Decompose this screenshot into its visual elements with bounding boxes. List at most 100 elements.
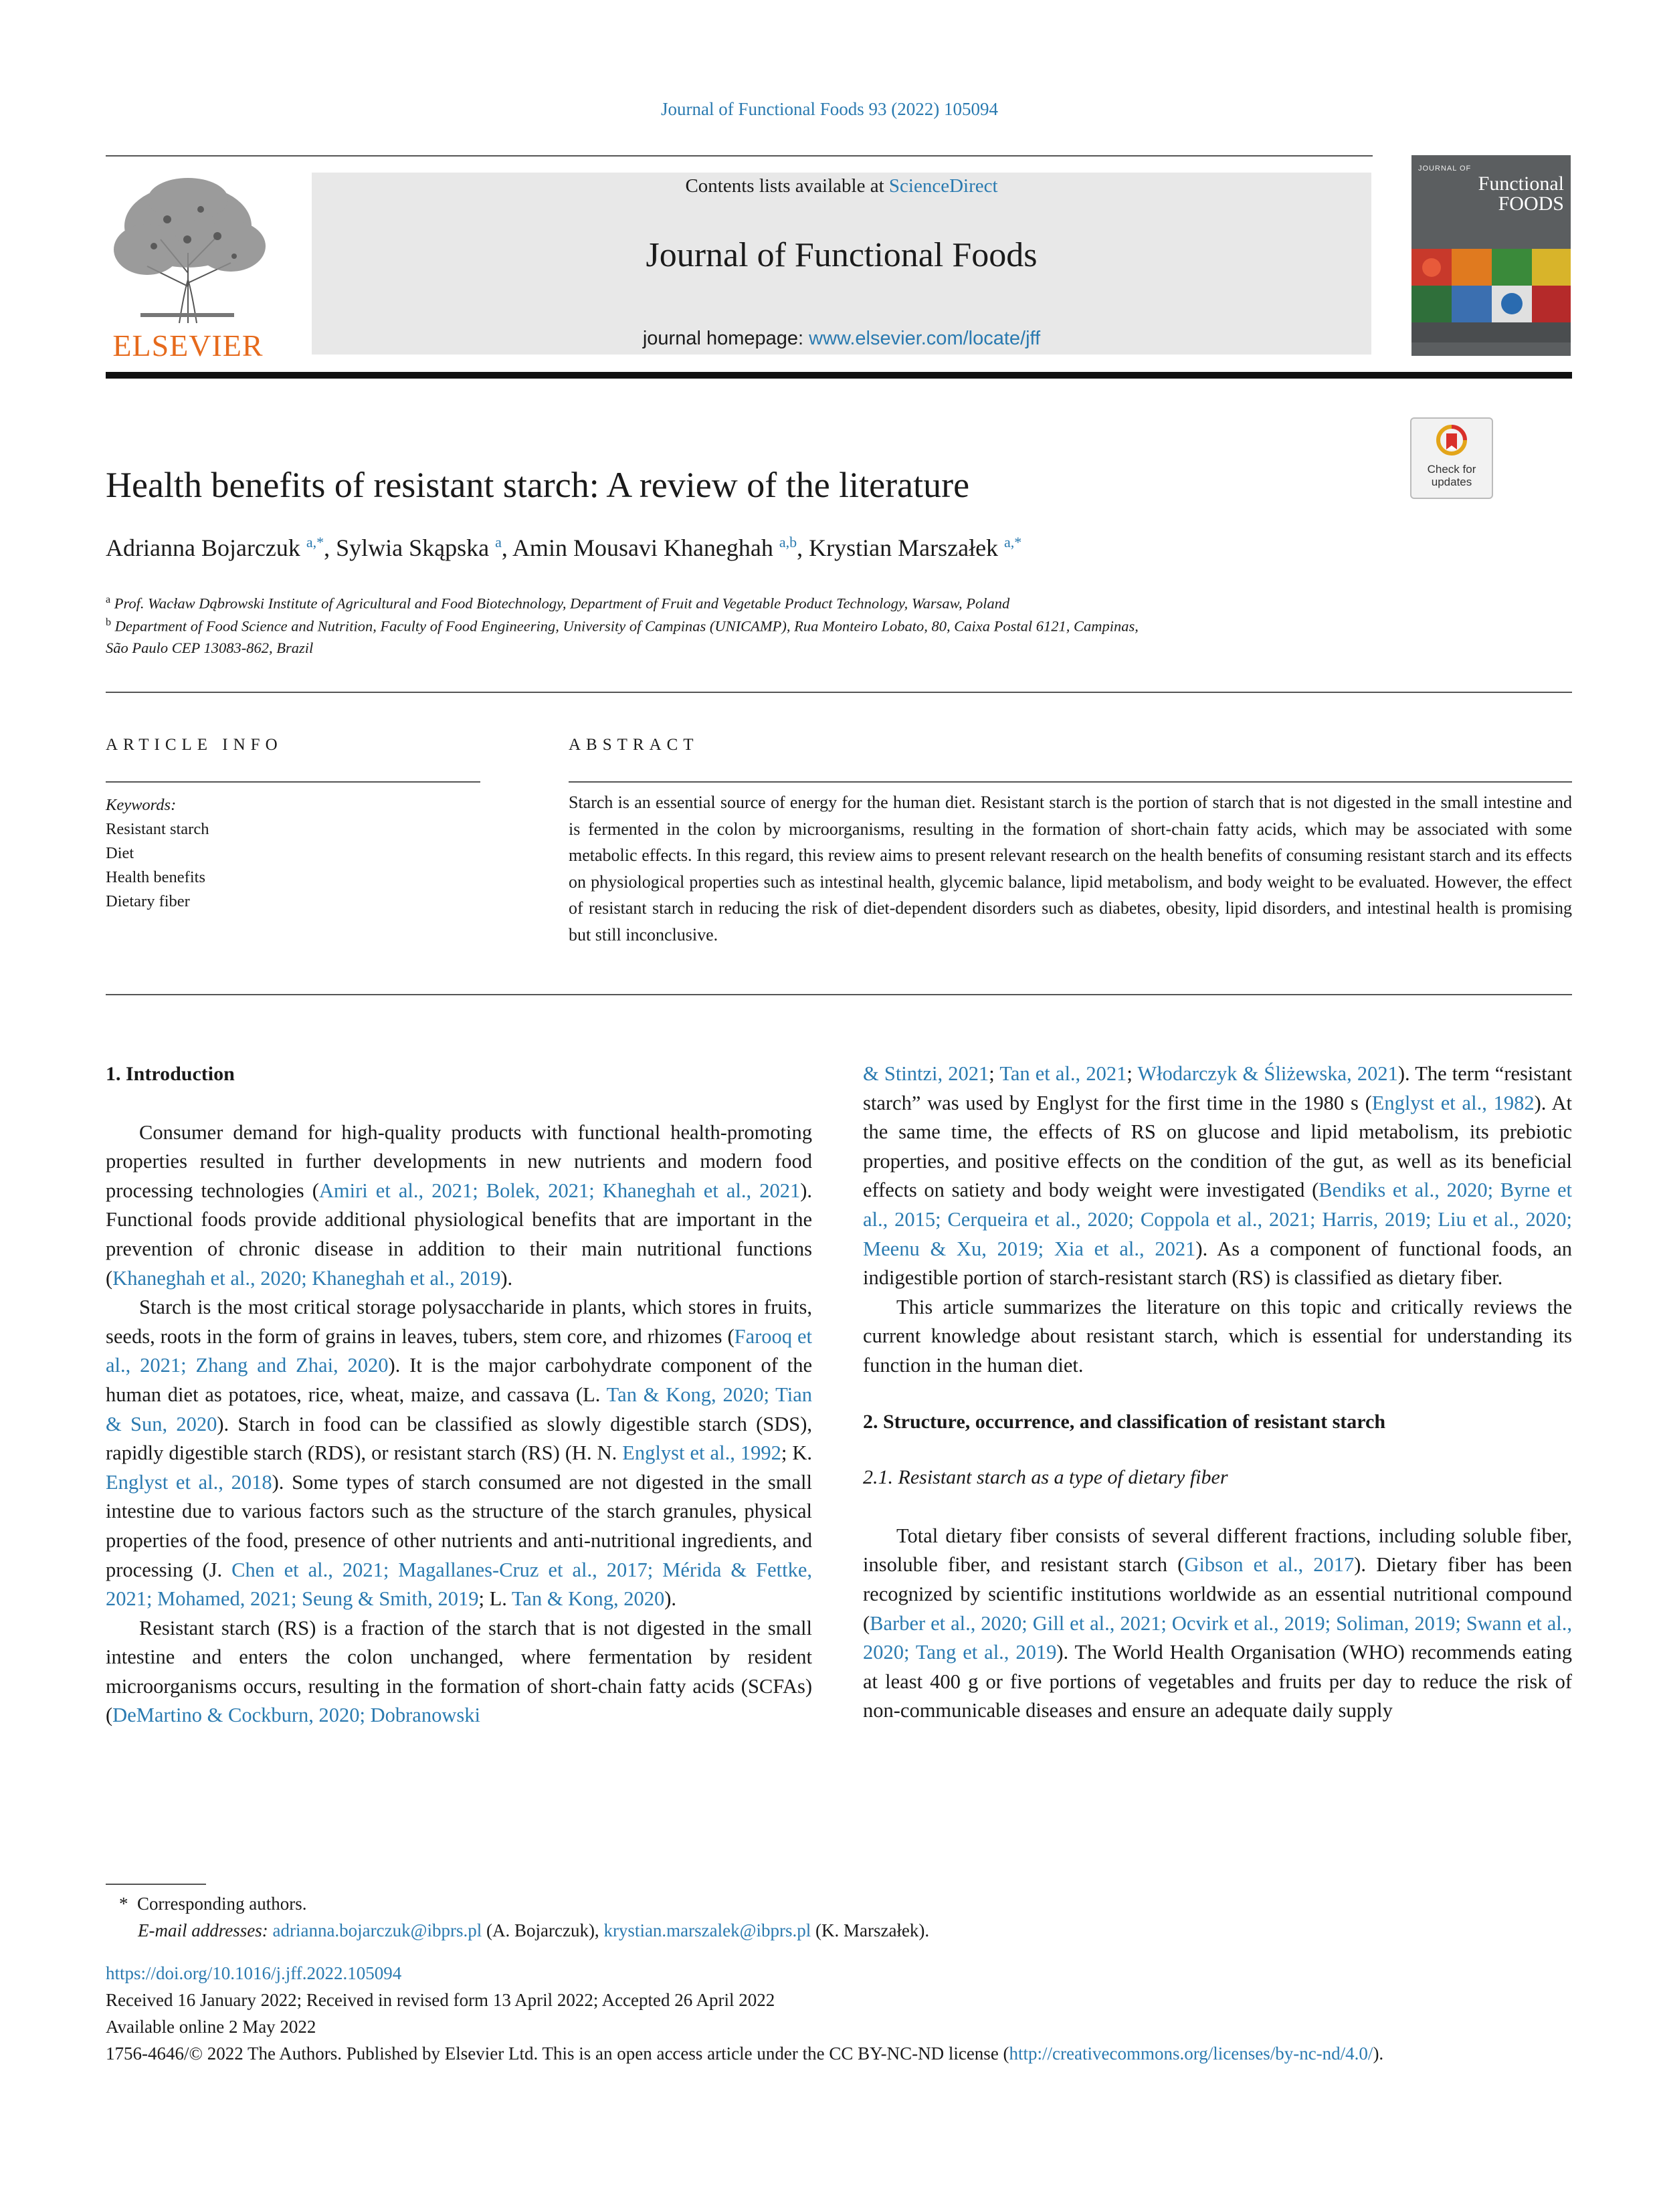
paragraph-text: ). Starch in food can be classified as s… — [106, 1412, 812, 1465]
corresponding-note: * Corresponding authors. — [106, 1890, 929, 1917]
author-affiliation-mark[interactable]: a — [495, 534, 502, 550]
contents-line: Contents lists available at ScienceDirec… — [312, 175, 1371, 197]
paragraph-text: Starch is the most critical storage poly… — [106, 1296, 812, 1348]
citation-link[interactable]: Bendiks et al., 2020; Byrne et al., 2015… — [863, 1179, 1572, 1260]
affiliation-a: a Prof. Wacław Dąbrowski Institute of Ag… — [106, 594, 1009, 613]
citation-link[interactable]: Tan & Kong, 2020; Tian & Sun, 2020 — [106, 1383, 813, 1435]
paragraph-text: ; K. — [781, 1441, 813, 1465]
corresponding-text: Corresponding authors. — [137, 1894, 307, 1914]
affiliation-text: Department of Food Science and Nutrition… — [114, 617, 1139, 635]
paragraph-text: Consumer demand for high-quality product… — [106, 1120, 812, 1202]
body-column-right: & Stintzi, 2021; Tan et al., 2021; Włoda… — [863, 1060, 1572, 1726]
citation-link[interactable]: DeMartino & Cockburn, 2020; Dobranowski — [112, 1704, 480, 1727]
section-heading-structure: 2. Structure, occurrence, and classifica… — [863, 1410, 1386, 1433]
check-updates-icon — [1436, 425, 1467, 456]
cover-artwork — [1411, 249, 1571, 342]
journal-cover-image[interactable]: JOURNAL OF Functional FOODS — [1411, 155, 1571, 356]
paragraph: Total dietary fiber consists of several … — [863, 1522, 1572, 1726]
paragraph-text: ). At the same time, the effects of RS o… — [863, 1091, 1572, 1202]
citation-link[interactable]: & Stintzi, 2021 — [863, 1062, 989, 1085]
affiliation-b: b Department of Food Science and Nutriti… — [106, 617, 1139, 635]
paragraph-text: ). As a component of functional foods, a… — [863, 1237, 1572, 1290]
section-rule — [106, 994, 1572, 995]
footnotes: * Corresponding authors. E-mail addresse… — [106, 1890, 929, 1944]
body-column-left: 1. Introduction Consumer demand for high… — [106, 1060, 812, 1730]
citation-link[interactable]: Tan et al., 2021 — [999, 1062, 1127, 1085]
citation-link[interactable]: Khaneghah et al., 2020; Khaneghah et al.… — [112, 1266, 501, 1290]
paragraph-text: ). The term “resistant starch” was used … — [863, 1062, 1572, 1114]
abstract-heading: ABSTRACT — [569, 736, 699, 754]
citation-link[interactable]: Farooq et al., 2021; Zhang and Zhai, 202… — [106, 1324, 813, 1377]
citation-link[interactable]: Tan & Kong, 2020 — [511, 1587, 665, 1611]
masthead-thick-rule — [106, 372, 1572, 379]
abstract-rule — [569, 781, 1572, 783]
keywords-label: Keywords: — [106, 796, 177, 814]
doi-link[interactable]: https://doi.org/10.1016/j.jff.2022.10509… — [106, 1963, 402, 1983]
running-head[interactable]: Journal of Functional Foods 93 (2022) 10… — [661, 99, 998, 119]
paragraph-text: ). — [500, 1266, 513, 1290]
author-affiliation-mark[interactable]: a,b — [779, 534, 797, 550]
license-statement: 1756-4646/© 2022 The Authors. Published … — [106, 2040, 1572, 2067]
check-updates-label: Check for updates — [1427, 463, 1476, 488]
subsection-heading-dietary-fiber: 2.1. Resistant starch as a type of dieta… — [863, 1466, 1228, 1489]
footnote-rule — [106, 1884, 206, 1885]
received-dates: Received 16 January 2022; Received in re… — [106, 1990, 775, 2010]
license-link[interactable]: http://creativecommons.org/licenses/by-n… — [1009, 2043, 1373, 2064]
homepage-link[interactable]: www.elsevier.com/locate/jff — [809, 328, 1041, 349]
author-name: Krystian Marszałek — [809, 534, 999, 561]
paragraph: This article summarizes the literature o… — [863, 1295, 1572, 1377]
email-link[interactable]: krystian.marszalek@ibprs.pl — [603, 1920, 811, 1940]
cover-title-line2: FOODS — [1498, 193, 1564, 215]
email-owner: (K. Marszałek). — [811, 1920, 930, 1940]
affiliation-label: b — [106, 617, 111, 628]
email-link[interactable]: adrianna.bojarczuk@ibprs.pl — [272, 1920, 482, 1940]
citation-link[interactable]: Englyst et al., 2018 — [106, 1470, 272, 1494]
affiliation-label: a — [106, 594, 111, 605]
section-rule — [106, 692, 1572, 693]
citation-link[interactable]: Barber et al., 2020; Gill et al., 2021; … — [863, 1611, 1572, 1664]
paragraph-continued: & Stintzi, 2021; Tan et al., 2021; Włoda… — [863, 1060, 1572, 1293]
elsevier-tree-logo — [100, 173, 276, 360]
cover-title-line1: Functional — [1478, 173, 1564, 195]
citation-link[interactable]: Amiri et al., 2021; Bolek, 2021; Khanegh… — [318, 1179, 801, 1202]
homepage-prefix: journal homepage: — [642, 328, 809, 349]
author-affiliation-mark[interactable]: a,* — [1004, 534, 1022, 550]
check-for-updates-badge[interactable]: Check for updates — [1410, 417, 1493, 499]
citation-link[interactable]: Chen et al., 2021; Magallanes-Cruz et al… — [106, 1558, 812, 1611]
paragraph-text: ). Some types of starch consumed are not… — [106, 1470, 812, 1581]
paragraph-text: ; — [1127, 1062, 1138, 1085]
paragraph-text: ). The World Health Organisation (WHO) r… — [863, 1641, 1572, 1722]
license-text: ). — [1373, 2043, 1384, 2064]
sciencedirect-link[interactable]: ScienceDirect — [888, 175, 998, 197]
elsevier-wordmark: ELSEVIER — [112, 328, 264, 363]
journal-title: Journal of Functional Foods — [646, 236, 1038, 274]
citation-link[interactable]: Gibson et al., 2017 — [1184, 1553, 1355, 1577]
citation-link[interactable]: Włodarczyk & Śliżewska, 2021 — [1137, 1062, 1398, 1085]
paragraph-text: ). It is the major carbohydrate componen… — [106, 1354, 812, 1406]
paragraph: Starch is the most critical storage poly… — [106, 1293, 812, 1614]
affiliation-b-line2: São Paulo CEP 13083-862, Brazil — [106, 639, 314, 656]
email-owner: (A. Bojarczuk), — [482, 1920, 604, 1940]
homepage-line: journal homepage: www.elsevier.com/locat… — [312, 328, 1371, 350]
article-info-rule — [106, 781, 480, 783]
paragraph: Resistant starch (RS) is a fraction of t… — [106, 1614, 812, 1730]
cover-small-title: JOURNAL OF — [1418, 165, 1472, 173]
paragraph: Consumer demand for high-quality product… — [106, 1118, 812, 1294]
email-note: E-mail addresses: adrianna.bojarczuk@ibp… — [106, 1917, 929, 1944]
available-online: Available online 2 May 2022 — [106, 2017, 316, 2037]
contents-prefix: Contents lists available at — [685, 175, 889, 197]
affiliation-text: Prof. Wacław Dąbrowski Institute of Agri… — [114, 595, 1010, 612]
abstract-text: Starch is an essential source of energy … — [569, 793, 1572, 944]
paragraph-text: ; — [989, 1062, 1000, 1085]
journal-masthead — [312, 173, 1371, 355]
article-info-heading: ARTICLE INFO — [106, 736, 283, 754]
citation-link[interactable]: Englyst et al., 1992 — [622, 1441, 781, 1465]
paper-title: Health benefits of resistant starch: A r… — [106, 465, 970, 505]
author-affiliation-mark[interactable]: a,* — [306, 534, 324, 550]
keyword-item: Diet — [106, 844, 134, 862]
keyword-item: Dietary fiber — [106, 892, 190, 910]
citation-link[interactable]: Englyst et al., 1982 — [1371, 1091, 1535, 1114]
paragraph-text: Resistant starch (RS) is a fraction of t… — [106, 1616, 812, 1727]
author-name: Amin Mousavi Khaneghah — [512, 534, 773, 561]
paragraph-text: Total dietary fiber consists of several … — [863, 1524, 1572, 1577]
